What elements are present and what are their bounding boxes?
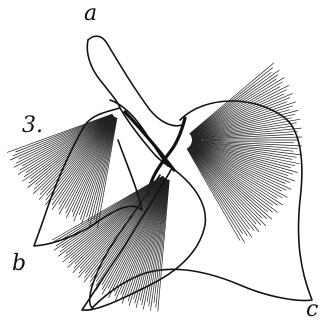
large-fan [90, 63, 312, 308]
label-b: b [12, 251, 26, 276]
label-a: a [84, 1, 97, 26]
label-c: c [306, 297, 318, 322]
lower-fan-hatching [50, 176, 169, 312]
hatch-stroke [84, 178, 165, 282]
label-fig-number: 3. [22, 113, 43, 138]
stem-inner-line [110, 100, 168, 166]
large-fan-hatching [187, 63, 302, 243]
stem-left-edge [88, 36, 182, 126]
stem-dark-edge [125, 112, 174, 170]
